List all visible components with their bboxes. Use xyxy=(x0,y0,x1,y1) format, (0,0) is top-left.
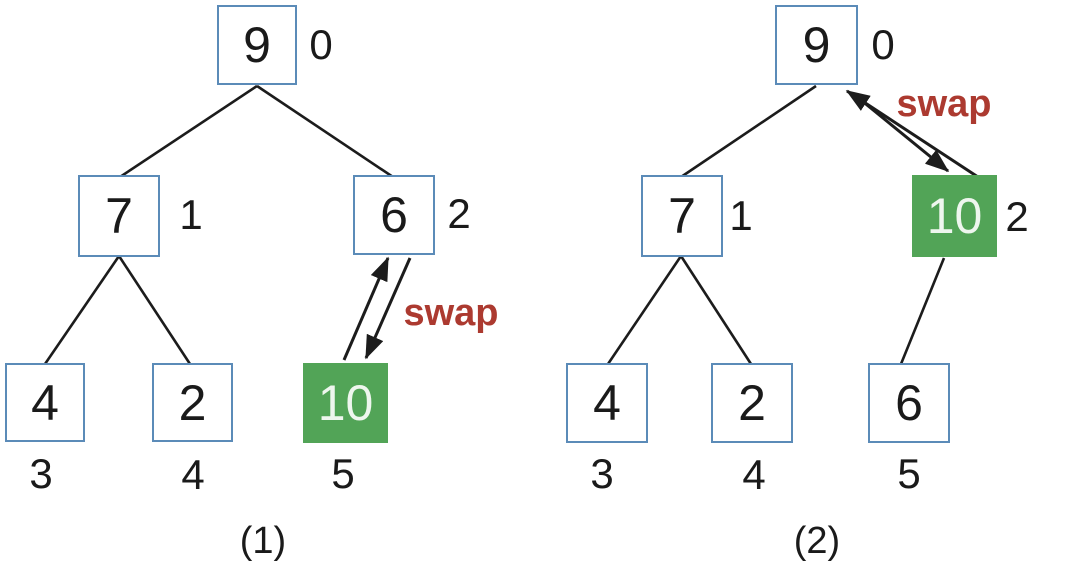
tree2-swap-arrow-down xyxy=(855,94,950,173)
node-value: 4 xyxy=(31,374,59,431)
node-value: 9 xyxy=(243,17,271,73)
tree1-swap-arrow-up xyxy=(342,256,390,361)
node-value: 2 xyxy=(178,374,207,431)
tree1-node-4: 2 xyxy=(152,363,233,442)
tree2-edge-7-4 xyxy=(606,255,683,365)
tree2-index-4: 4 xyxy=(742,451,766,498)
tree2-edge-7-2 xyxy=(679,255,753,365)
node-value: 10 xyxy=(317,375,374,431)
tree1-index-0: 0 xyxy=(309,21,333,68)
tree1-edge-7-2 xyxy=(117,255,192,365)
node-value: 10 xyxy=(926,188,983,244)
tree1-index-4: 4 xyxy=(181,451,205,498)
tree1-edge-9-6 xyxy=(256,84,394,179)
node-value: 4 xyxy=(593,375,621,431)
tree2-node-1: 7 xyxy=(641,175,723,257)
node-value: 7 xyxy=(105,188,133,244)
node-value: 9 xyxy=(802,17,831,73)
tree1-edge-9-7 xyxy=(119,84,258,179)
tree2-index-3: 3 xyxy=(590,450,614,497)
tree2-index-2: 2 xyxy=(1005,193,1029,240)
tree2-index-5: 5 xyxy=(897,450,921,497)
node-value: 6 xyxy=(380,187,408,243)
tree2-node-2-highlighted: 10 xyxy=(912,175,997,257)
tree2-node-4: 2 xyxy=(711,363,793,443)
tree1-caption: (1) xyxy=(239,520,287,562)
tree2-caption: (2) xyxy=(793,520,841,562)
tree1-swap-label: swap xyxy=(403,292,499,334)
tree2-node-3: 4 xyxy=(566,363,648,443)
tree1-swap-arrow-down xyxy=(364,257,412,360)
tree2-node-0: 9 xyxy=(775,5,858,85)
tree1-index-5: 5 xyxy=(331,450,355,497)
node-value: 7 xyxy=(668,188,696,244)
tree1-node-0: 9 xyxy=(217,5,297,85)
tree1-index-3: 3 xyxy=(29,450,53,497)
tree2-edge-9-7 xyxy=(680,84,817,179)
tree1-node-2: 6 xyxy=(353,175,435,255)
tree2-swap-label: swap xyxy=(896,83,992,125)
tree1-node-5-highlighted: 10 xyxy=(303,363,388,443)
tree1-index-2: 2 xyxy=(447,190,471,237)
tree2-node-5: 6 xyxy=(868,363,950,443)
tree2-edge-10-6 xyxy=(899,257,946,365)
tree1-edge-7-4 xyxy=(43,255,121,365)
tree1-index-1: 1 xyxy=(179,191,203,238)
tree1-node-3: 4 xyxy=(5,363,85,442)
tree2-index-0: 0 xyxy=(871,21,895,68)
tree2-index-1: 1 xyxy=(729,192,753,239)
node-value: 2 xyxy=(738,375,766,431)
node-value: 6 xyxy=(895,375,923,431)
tree1-node-1: 7 xyxy=(78,175,160,257)
